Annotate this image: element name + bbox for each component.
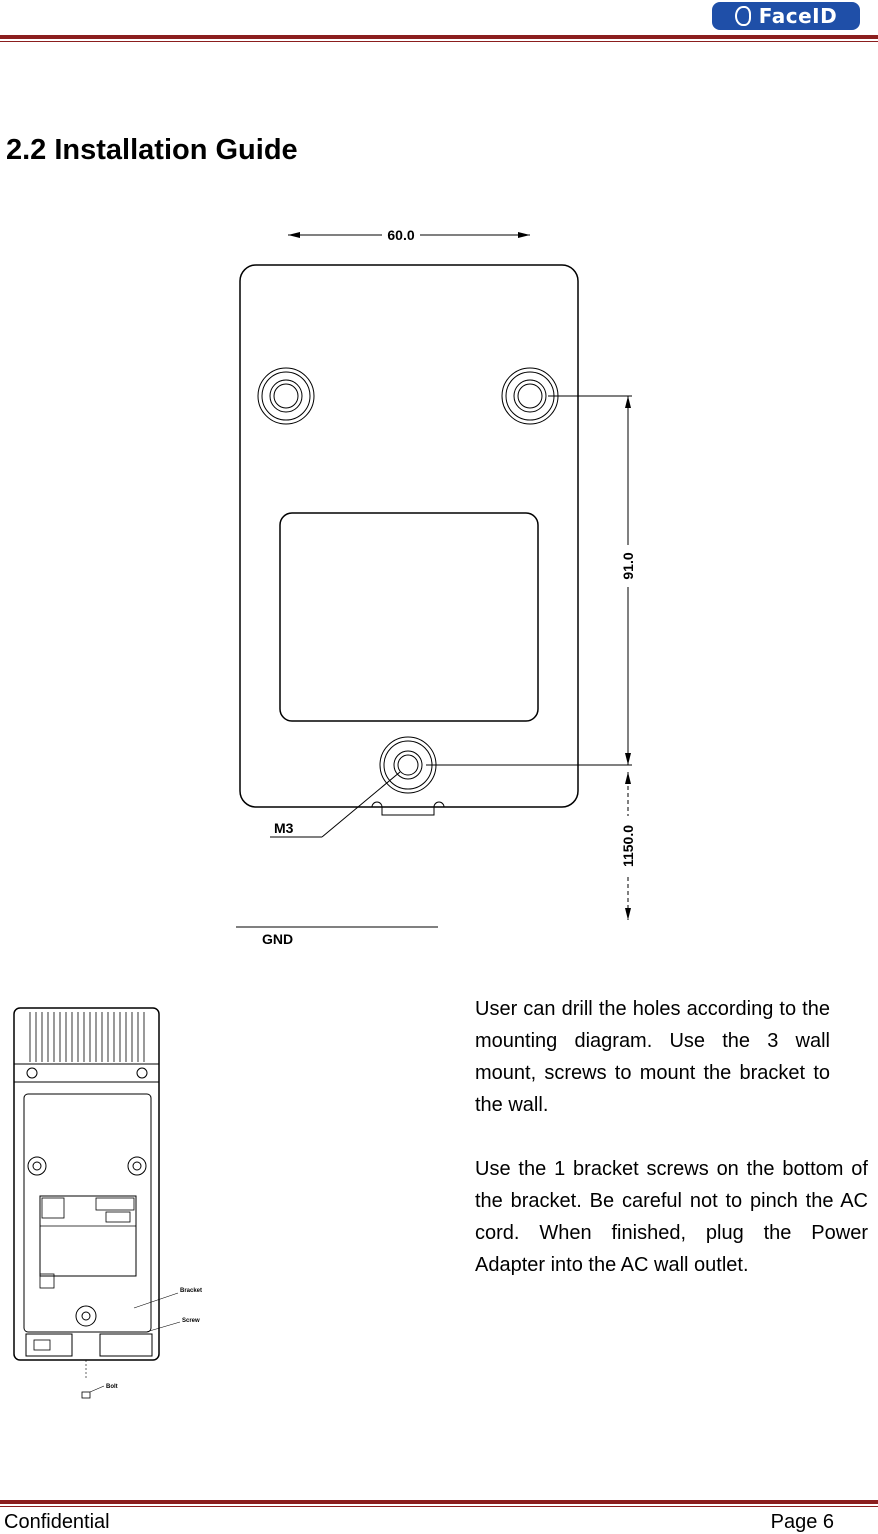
logo-text: FaceID <box>758 4 838 28</box>
instruction-paragraph-2: Use the 1 bracket screws on the bottom o… <box>475 1158 868 1276</box>
instructions: User can drill the holes according to th… <box>475 993 868 1281</box>
faceid-logo: FaceID <box>712 2 860 30</box>
bottom-dimension-label: 1150.0 <box>620 825 636 867</box>
footer-confidential: Confidential <box>4 1511 110 1533</box>
instruction-paragraph-1: User can drill the holes according to th… <box>475 998 830 1116</box>
screw-size-label: M3 <box>274 820 294 836</box>
page-number: Page 6 <box>770 1511 834 1533</box>
mount-hole-top-left <box>257 367 315 425</box>
bracket-label: Bracket <box>180 1288 202 1294</box>
height-dimension-label: 91.0 <box>620 552 636 579</box>
footer-rule <box>0 1500 878 1504</box>
face-icon <box>734 6 751 26</box>
mounting-plate <box>239 264 579 808</box>
header-rule-thin <box>0 41 878 42</box>
section-title: 2.2 Installation Guide <box>6 134 298 166</box>
mounting-diagram: 60.0 91.0 1150.0 M3 <box>236 226 637 947</box>
footer-rule-thin <box>0 1506 878 1507</box>
screw-label: Screw <box>182 1318 200 1324</box>
ground-label: GND <box>262 931 293 947</box>
device-rear-view: Bracket Screw Bolt <box>13 1007 202 1399</box>
center-cutout <box>279 512 539 722</box>
header-rule <box>0 35 878 39</box>
bolt-label: Bolt <box>106 1384 118 1390</box>
width-dimension-label: 60.0 <box>387 227 414 243</box>
